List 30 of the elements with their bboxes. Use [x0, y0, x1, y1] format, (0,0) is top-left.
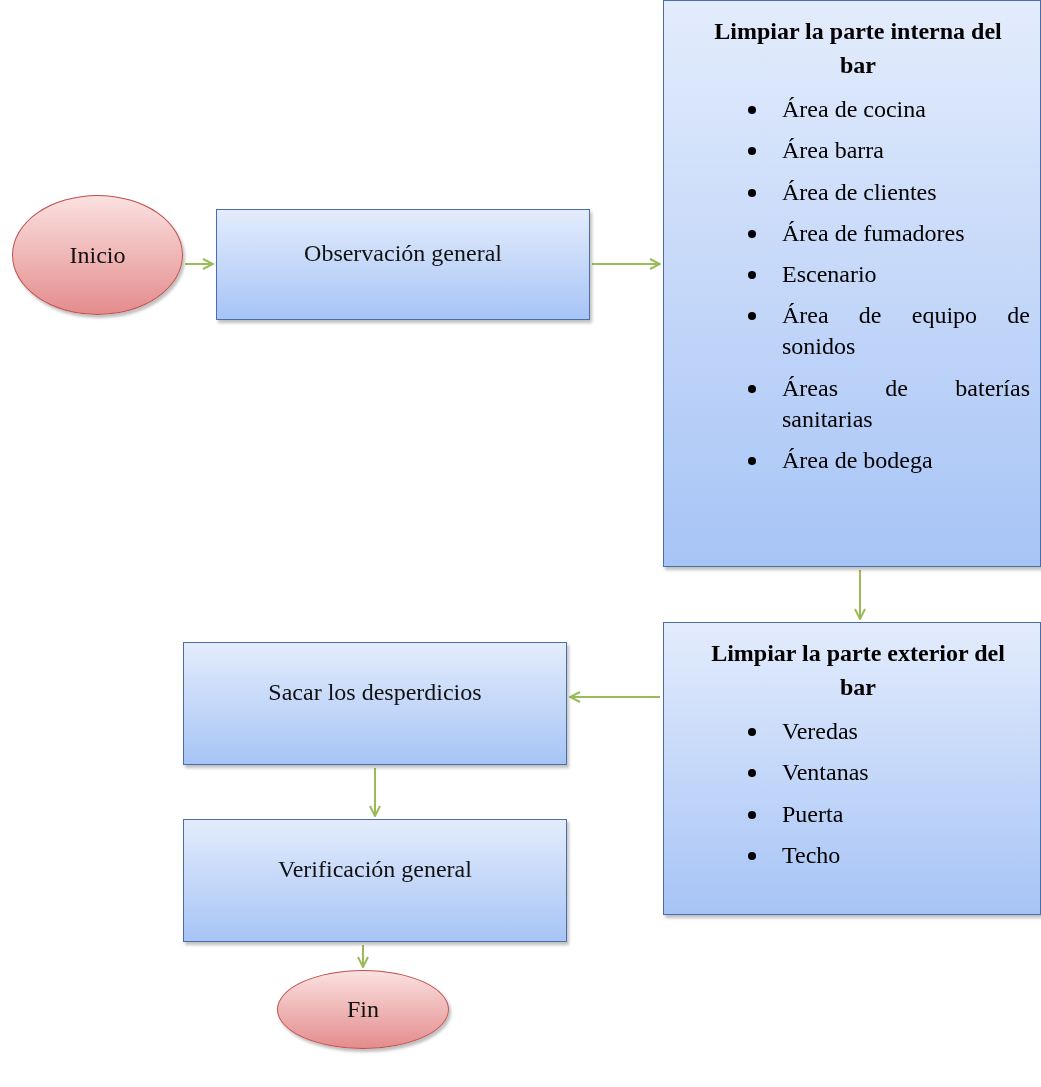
process-box [663, 0, 1041, 567]
list-item: Área de fumadores [782, 218, 966, 248]
process-box [663, 622, 1041, 915]
list-item: Área de equipo de sonidos [782, 301, 1030, 362]
step-label: Sacar los desperdicios [267, 679, 483, 706]
list-item: Escenario [782, 259, 878, 289]
step-label: Observación general [303, 240, 503, 267]
list-item: Techo [782, 840, 842, 870]
step-heading: Limpiar la parte interna del bar [713, 17, 1003, 80]
step-heading: Limpiar la parte exterior del bar [710, 639, 1006, 702]
arrow [184, 258, 214, 270]
arrow [357, 944, 369, 968]
list-item: Puerta [782, 799, 845, 829]
list-item: Área de clientes [782, 177, 938, 207]
process-box [183, 642, 567, 765]
arrow [569, 691, 661, 703]
step-label: Verificación general [277, 856, 473, 883]
process-box [183, 819, 567, 942]
step-label: Inicio [68, 241, 127, 269]
list-item: Veredas [782, 717, 859, 747]
list-item: Área barra [782, 136, 885, 166]
step-label: Fin [346, 996, 380, 1023]
arrow [591, 258, 661, 270]
arrow [369, 767, 381, 817]
list-item: Ventanas [782, 758, 870, 788]
list-item: Área de cocina [782, 95, 927, 125]
list-item: Área de bodega [782, 445, 934, 475]
arrow [854, 569, 866, 620]
process-box [216, 209, 590, 320]
list-item: Áreas de baterías sanitarias [782, 373, 1030, 434]
